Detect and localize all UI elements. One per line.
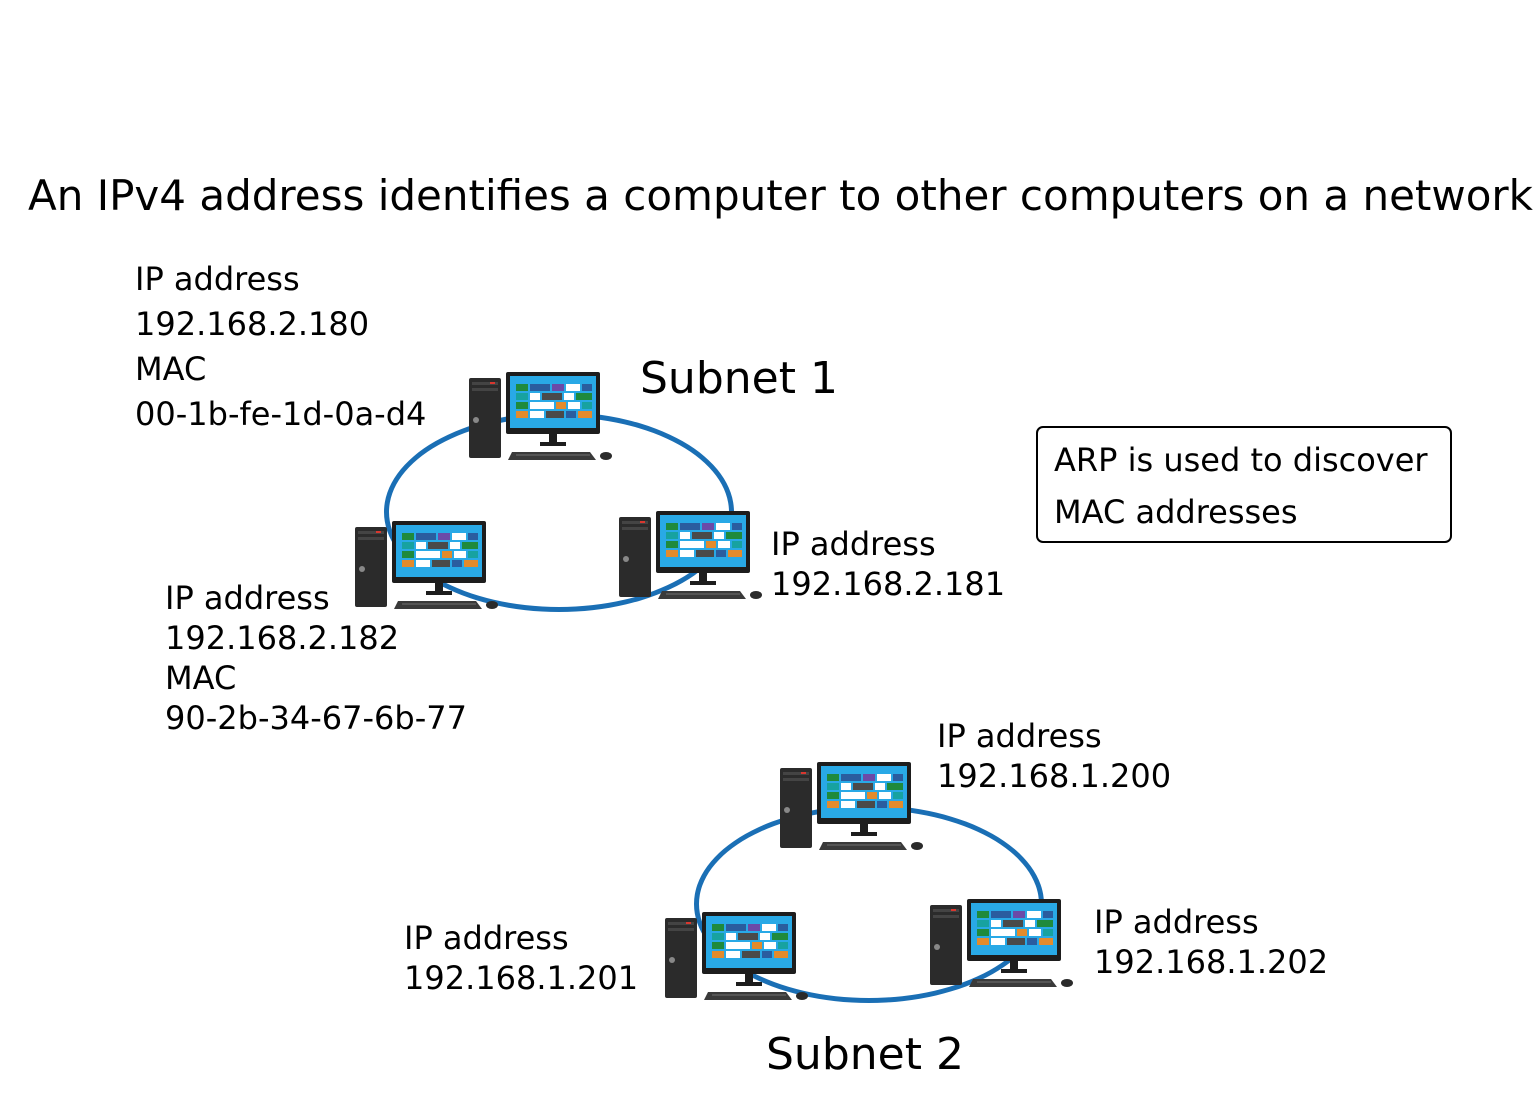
subnet-2-label: Subnet 2	[766, 1029, 964, 1080]
diagram-title: An IPv4 address identifies a computer to…	[28, 171, 1533, 220]
ip-address-label: IP address	[165, 579, 330, 617]
computer-label-subnet1-left: IP address 192.168.2.182 MAC 90-2b-34-67…	[165, 578, 467, 738]
computer-label-subnet2-top: IP address 192.168.1.200	[937, 716, 1171, 796]
subnet-1-label: Subnet 1	[640, 353, 838, 404]
ip-address-label: IP address	[404, 919, 569, 957]
computer-icon	[665, 912, 808, 1000]
computer-icon	[780, 762, 923, 850]
mac-label: MAC	[135, 350, 207, 388]
computer-icon	[469, 372, 612, 460]
mac-value: 90-2b-34-67-6b-77	[165, 699, 467, 737]
ip-address-value: 192.168.1.200	[937, 757, 1172, 795]
computer-label-subnet1-top: IP address 192.168.2.180 MAC 00-1b-fe-1d…	[135, 259, 426, 439]
ip-address-label: IP address	[937, 717, 1102, 755]
ip-address-value: 192.168.2.180	[135, 305, 370, 343]
ip-address-value: 192.168.1.202	[1094, 943, 1329, 981]
mac-label: MAC	[165, 659, 237, 697]
arp-note-box: ARP is used to discover MAC addresses	[1036, 426, 1452, 543]
ip-address-value: 192.168.2.181	[771, 565, 1006, 603]
ip-address-label: IP address	[1094, 903, 1259, 941]
computer-icon	[619, 511, 762, 599]
computer-label-subnet2-left: IP address 192.168.1.201	[404, 918, 638, 998]
ip-address-value: 192.168.2.182	[165, 619, 400, 657]
arp-note-line-2: MAC addresses	[1054, 493, 1298, 531]
computer-label-subnet1-right: IP address 192.168.2.181	[771, 524, 1005, 604]
mac-value: 00-1b-fe-1d-0a-d4	[135, 395, 427, 433]
ip-address-label: IP address	[135, 260, 300, 298]
computer-label-subnet2-right: IP address 192.168.1.202	[1094, 902, 1328, 982]
arp-note-line-1: ARP is used to discover	[1054, 441, 1428, 479]
computer-icon	[930, 899, 1073, 987]
ip-address-label: IP address	[771, 525, 936, 563]
ip-address-value: 192.168.1.201	[404, 959, 639, 997]
